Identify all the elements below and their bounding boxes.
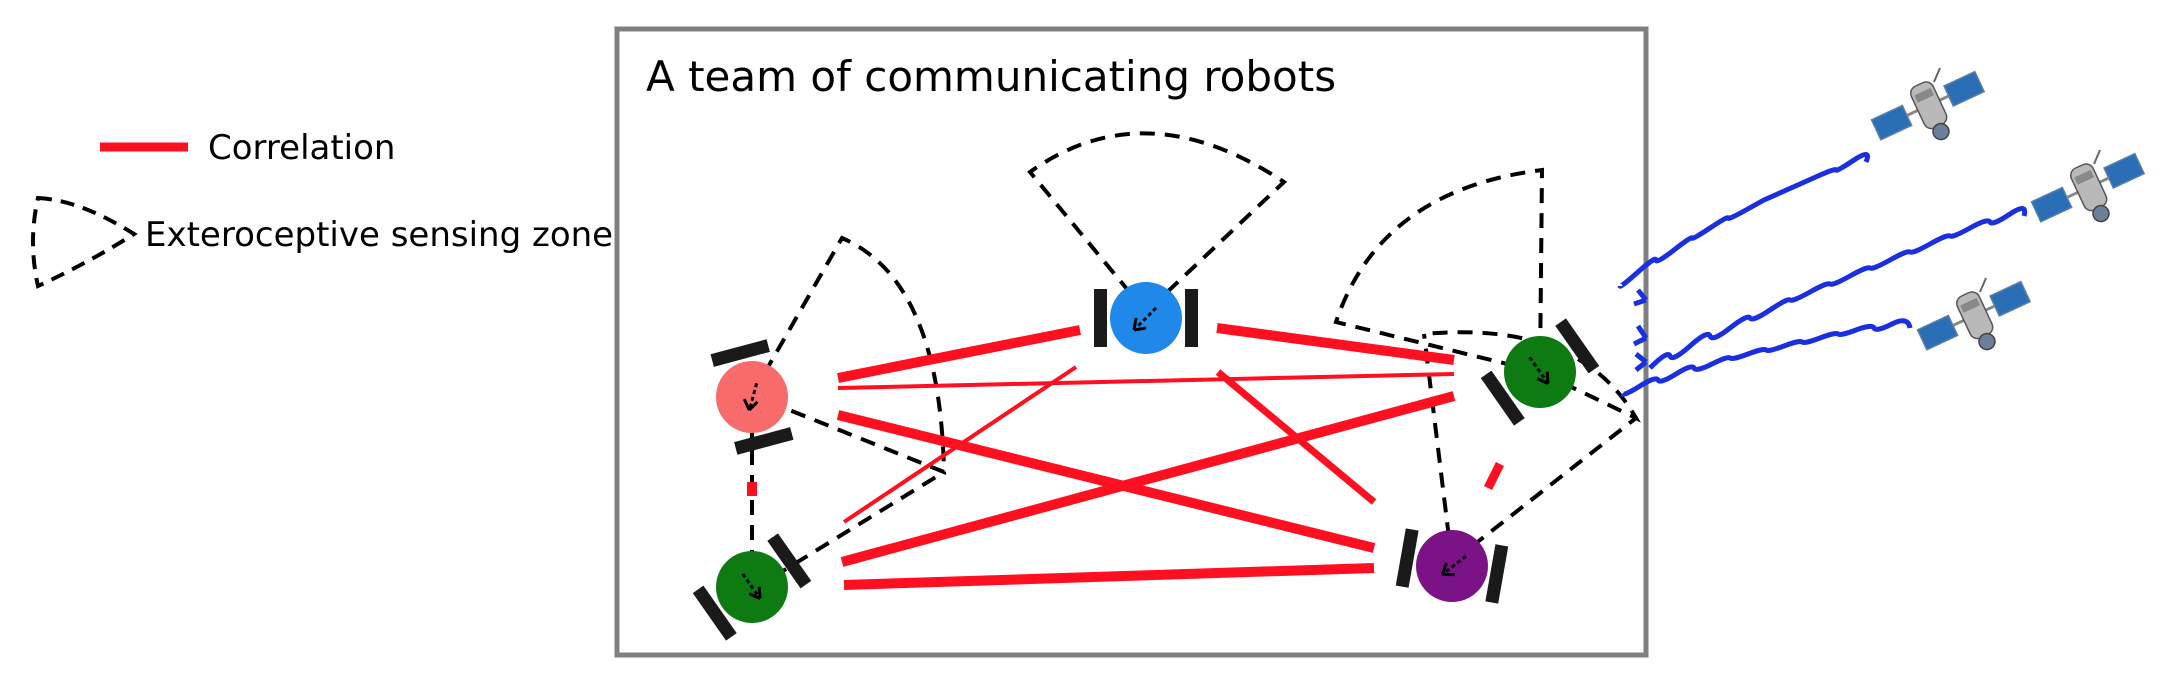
robot-wheel bbox=[1480, 370, 1525, 426]
correlation-line bbox=[840, 391, 1456, 567]
robot-wheel bbox=[1555, 318, 1600, 374]
satellite-icon bbox=[1870, 66, 1986, 144]
robot-wheel bbox=[734, 427, 794, 455]
robot-wheel bbox=[710, 339, 770, 367]
signal-arrowhead-icon bbox=[1632, 324, 1649, 347]
robot-green-bottom bbox=[692, 533, 812, 641]
legend-sensing-label: Exteroceptive sensing zone bbox=[145, 215, 613, 255]
panel-title: A team of communicating robots bbox=[646, 52, 1336, 101]
satellite-icon bbox=[1916, 276, 2032, 354]
signal-arrowhead-icon bbox=[1633, 288, 1648, 307]
robot-wheel bbox=[767, 533, 812, 589]
wavy-signal-icon bbox=[1648, 206, 2028, 370]
correlation-line bbox=[837, 325, 1081, 383]
robot-blue bbox=[1094, 282, 1198, 354]
legend-correlation-label: Correlation bbox=[208, 128, 395, 168]
correlation-line bbox=[837, 372, 1455, 390]
robot-pink bbox=[710, 339, 794, 455]
robot-team-panel bbox=[614, 26, 1649, 658]
correlation-line bbox=[1483, 461, 1505, 491]
sensing-zone-green-top bbox=[1333, 167, 1545, 375]
robot-wheel bbox=[1395, 528, 1419, 588]
satellite-icon bbox=[2030, 148, 2146, 226]
robot-wheel bbox=[1185, 289, 1198, 347]
correlation-line bbox=[1216, 323, 1455, 365]
correlation-line bbox=[842, 365, 1078, 524]
robot-green-top bbox=[1480, 318, 1600, 426]
wavy-signal-icon bbox=[1620, 318, 1913, 397]
robot-purple bbox=[1395, 528, 1509, 604]
correlation-line bbox=[836, 410, 1376, 553]
robot-wheel bbox=[692, 585, 737, 641]
robot-wheel bbox=[1485, 544, 1509, 604]
sensing-zone-purple bbox=[1422, 333, 1638, 564]
legend: Correlation Exteroceptive sensing zone bbox=[31, 128, 613, 289]
correlation-line bbox=[843, 563, 1375, 590]
signal-arrowhead-icon bbox=[1634, 352, 1648, 372]
legend-sensing-swatch bbox=[31, 195, 138, 289]
wavy-signal-icon bbox=[1617, 152, 1870, 289]
robot-wheel bbox=[1094, 289, 1107, 347]
sensing-zone-blue bbox=[1027, 131, 1288, 314]
correlation-line bbox=[1215, 369, 1377, 505]
